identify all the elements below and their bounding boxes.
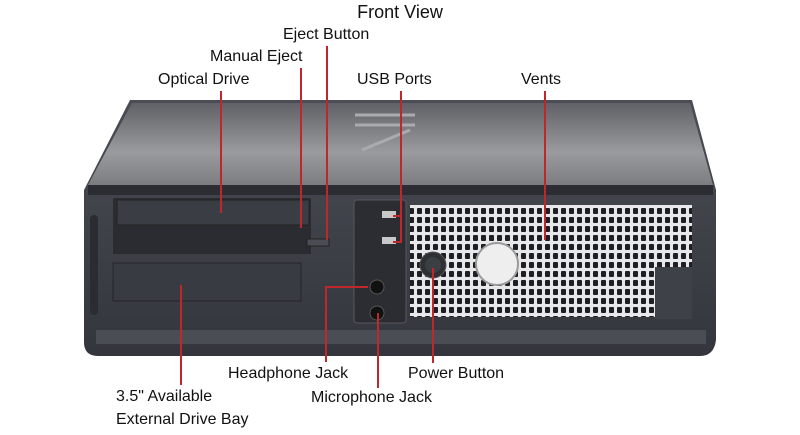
diagram-title: Front View (357, 2, 443, 22)
label-power-button: Power Button (408, 365, 505, 382)
eject-button-shape (306, 238, 330, 247)
leader-lines (180, 46, 546, 388)
vents (410, 205, 692, 317)
label-microphone-jack: Microphone Jack (311, 389, 432, 406)
drive-bay (112, 262, 302, 302)
label-drive-bay-line1: 3.5" Available (116, 388, 213, 405)
label-drive-bay-line2: External Drive Bay (116, 411, 249, 428)
dell-badge (475, 242, 519, 286)
front-io-panel (353, 199, 407, 324)
label-usb-ports: USB Ports (357, 71, 432, 88)
label-manual-eject: Manual Eject (210, 48, 303, 65)
label-vents: Vents (521, 71, 562, 88)
label-headphone-jack: Headphone Jack (228, 365, 349, 382)
label-eject-button: Eject Button (283, 26, 370, 43)
label-optical-drive: Optical Drive (158, 71, 250, 88)
